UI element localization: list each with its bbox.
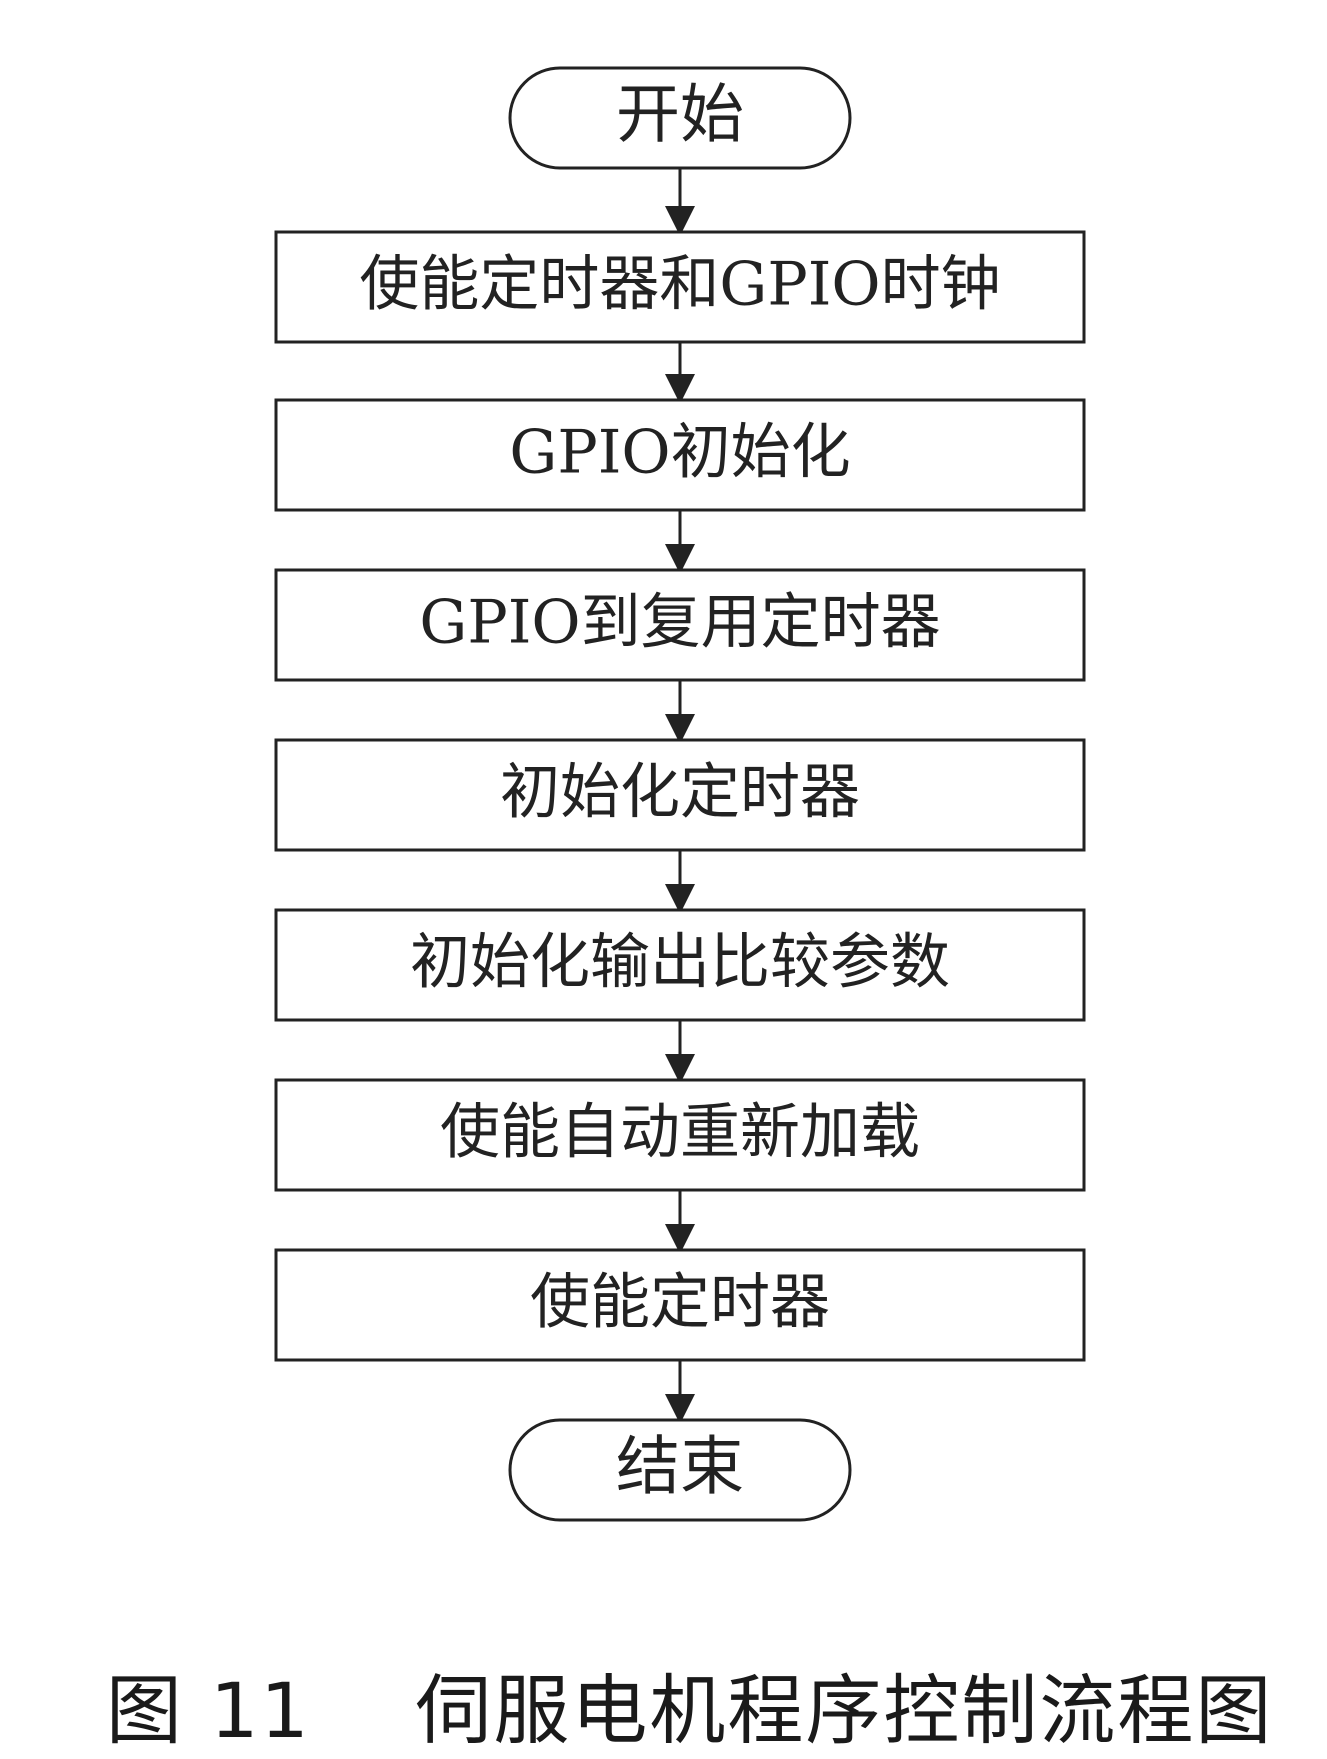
- node-step4: 初始化定时器: [274, 738, 1086, 852]
- node-label: 初始化定时器: [500, 758, 860, 828]
- figure-number: 图 11: [105, 1666, 311, 1755]
- node-step6: 使能自动重新加载: [274, 1078, 1086, 1192]
- terminal-shape: [508, 1418, 852, 1522]
- node-label: 初始化输出比较参数: [410, 928, 950, 998]
- process-box: [274, 398, 1086, 512]
- process-box: [274, 1078, 1086, 1192]
- node-label: 结束: [616, 1431, 744, 1505]
- node-label: 使能定时器: [530, 1268, 830, 1338]
- node-end: 结束: [508, 1418, 852, 1522]
- process-box: [274, 568, 1086, 682]
- node-label: GPIO到复用定时器: [419, 588, 940, 658]
- process-box: [274, 230, 1086, 344]
- node-step5: 初始化输出比较参数: [274, 908, 1086, 1022]
- figure-caption: 图 11 伺服电机程序控制流程图: [0, 1560, 1327, 1759]
- process-box: [274, 908, 1086, 1022]
- node-label: GPIO初始化: [509, 418, 850, 488]
- node-step1: 使能定时器和GPIO时钟: [274, 230, 1086, 344]
- terminal-shape: [508, 66, 852, 170]
- node-label: 使能定时器和GPIO时钟: [359, 250, 1000, 320]
- node-step7: 使能定时器: [274, 1248, 1086, 1362]
- process-box: [274, 738, 1086, 852]
- figure-title: 伺服电机程序控制流程图: [415, 1666, 1274, 1755]
- node-label: 开始: [616, 79, 744, 153]
- node-step2: GPIO初始化: [274, 398, 1086, 512]
- node-start: 开始: [508, 66, 852, 170]
- node-label: 使能自动重新加载: [440, 1098, 920, 1168]
- node-step3: GPIO到复用定时器: [274, 568, 1086, 682]
- process-box: [274, 1248, 1086, 1362]
